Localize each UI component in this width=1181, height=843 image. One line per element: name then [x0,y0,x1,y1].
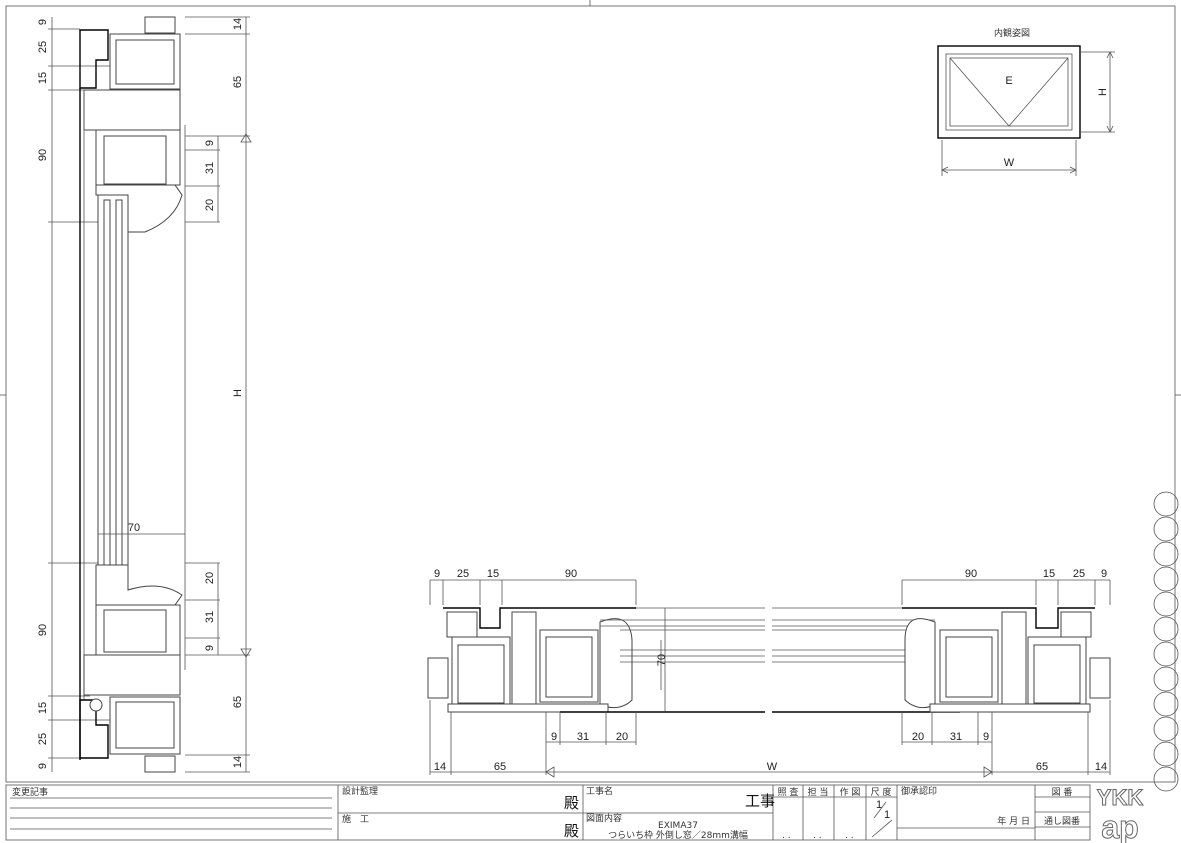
dim-label: 20 [204,199,216,211]
dim-label: 65 [1036,761,1048,773]
dim-label: 9 [37,763,49,769]
product-name: EXIMA37 [658,821,698,831]
dim-label: 25 [37,41,49,53]
project-suffix: 工事 [745,792,775,810]
scale-denominator: 1 [884,809,890,821]
drawing-description: つらいち枠 外倒し窓／28mm溝幅 [608,829,748,841]
dim-label: 90 [965,568,977,580]
glass-dim-label: 70 [128,522,140,534]
drawing-no-label: 図 番 [1052,786,1073,798]
dim-label: 90 [565,568,577,580]
dim-label-H: H [232,389,244,397]
dim-label: 25 [37,733,49,745]
dim-label: 15 [37,72,49,84]
construction-label: 施 工 [342,813,369,825]
elevation-title: 内観姿図 [994,27,1030,39]
dim-label: 14 [1095,761,1107,773]
dim-label: 25 [457,568,469,580]
in-charge-label: 担 当 [808,786,829,798]
dim-label: 20 [204,572,216,584]
dim-label: 31 [577,731,589,743]
dim-label-W: W [767,761,778,773]
design-supervision-label: 設計監理 [342,785,378,797]
change-record-label: 変更記事 [12,786,48,798]
drawing-content-label: 図面内容 [586,812,622,824]
dim-label: 90 [37,624,49,636]
dim-label: 31 [950,731,962,743]
elevation-mark: E [1005,75,1012,87]
horizontal-section: 70 9 25 15 90 90 15 25 9 9 31 20 20 31 9… [427,568,1111,778]
vertical-section: 9 25 15 90 90 15 25 9 14 65 9 31 20 H 20… [37,16,252,773]
dim-label: 20 [912,731,924,743]
dim-label: 65 [494,761,506,773]
dim-label: 15 [487,568,499,580]
title-block: 変更記事 設計監理 殿 施 工 殿 工事名 工事 図面内容 EXIMA37 つら… [5,784,1091,841]
dim-label: 9 [551,731,557,743]
dim-label: 9 [434,568,440,580]
dim-label: 15 [37,702,49,714]
dim-label: 9 [37,19,49,25]
glass-dim-label: 70 [656,654,668,666]
serial-no-label: 通し図番 [1044,815,1080,827]
dim-label: 14 [232,756,244,768]
dim-label: 31 [204,162,216,174]
dots: . . [845,831,854,841]
dim-label: 9 [1101,568,1107,580]
logo-line2: ap [1101,809,1138,843]
dim-label: 9 [204,140,216,146]
width-label: W [1004,157,1015,169]
date-label: 年 月 日 [997,815,1030,827]
dim-label: 65 [232,76,244,88]
project-name-label: 工事名 [586,785,613,797]
revision-circles [1153,491,1179,792]
dots: . . [782,831,791,841]
ykk-ap-logo: YKK ap [1096,785,1144,843]
dim-label: 65 [232,696,244,708]
dim-label: 14 [232,18,244,30]
dim-label: 9 [983,731,989,743]
dots: . . [813,831,822,841]
logo-line1: YKK [1097,785,1144,810]
height-label: H [1097,88,1109,96]
dim-label: 14 [434,761,446,773]
dim-label: 20 [616,731,628,743]
scale-label: 尺 度 [871,786,892,798]
honorific: 殿 [564,822,579,840]
sheet-border [5,5,1176,783]
dim-label: 25 [1073,568,1085,580]
elevation-view: 内観姿図 E H W [937,27,1115,176]
scale-numerator: 1 [876,799,882,811]
honorific: 殿 [564,794,579,812]
check-label: 照 査 [778,786,799,798]
dim-label: 31 [204,611,216,623]
dim-label: 15 [1043,568,1055,580]
dim-label: 9 [204,645,216,651]
dim-label: 90 [37,149,49,161]
drafting-label: 作 図 [840,786,861,798]
approval-label: 御承認印 [901,785,937,797]
